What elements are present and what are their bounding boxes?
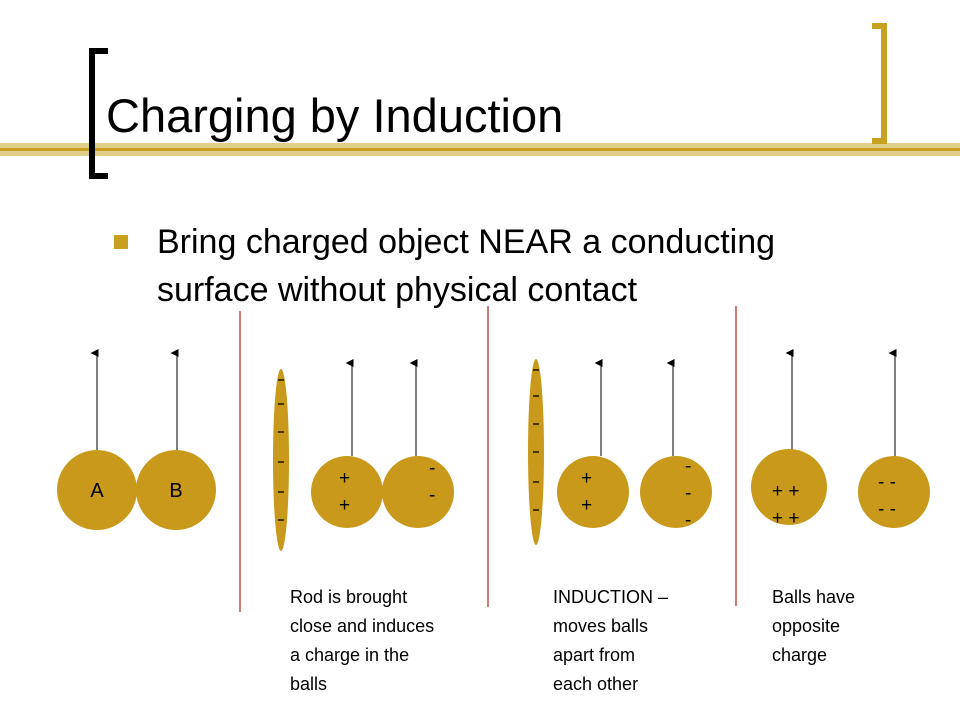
caption-stage3: INDUCTION – moves balls apart from each … — [553, 587, 669, 694]
bullet-marker — [114, 235, 128, 249]
ball-a-label: A — [90, 480, 104, 502]
ball-stage3-right-charge: --- — [685, 456, 691, 531]
right-bracket — [872, 23, 887, 144]
ball-b-label: B — [169, 480, 182, 502]
ball-stage2-left — [311, 456, 383, 528]
header-bar-line — [0, 148, 960, 151]
bullet-text: Bring charged object NEAR a conducting s… — [157, 223, 776, 309]
rod-2-charges — [533, 369, 539, 511]
slide-title: Charging by Induction — [106, 89, 564, 142]
ball-stage4-left — [751, 449, 827, 525]
caption-stage2: Rod is brought close and induces a charg… — [290, 587, 435, 694]
ball-b — [136, 450, 216, 530]
ball-stage3-right — [640, 456, 712, 528]
ball-stage2-right-charge: -- — [429, 458, 435, 506]
left-bracket — [89, 48, 108, 179]
ball-stage2-left-charge: ++ — [339, 468, 350, 516]
ball-stage2-right — [382, 456, 454, 528]
ball-stage4-left-charge: + ++ + — [772, 481, 799, 529]
rod-1-charges — [278, 379, 284, 521]
caption-stage4: Balls have opposite charge — [772, 587, 856, 665]
ball-stage4-right — [858, 456, 930, 528]
ball-stage3-left-charge: ++ — [581, 468, 592, 516]
charged-rod-1 — [273, 369, 289, 551]
ball-stage4-right-charge: - -- - — [878, 472, 896, 520]
ball-stage3-left — [557, 456, 629, 528]
ball-a — [57, 450, 137, 530]
